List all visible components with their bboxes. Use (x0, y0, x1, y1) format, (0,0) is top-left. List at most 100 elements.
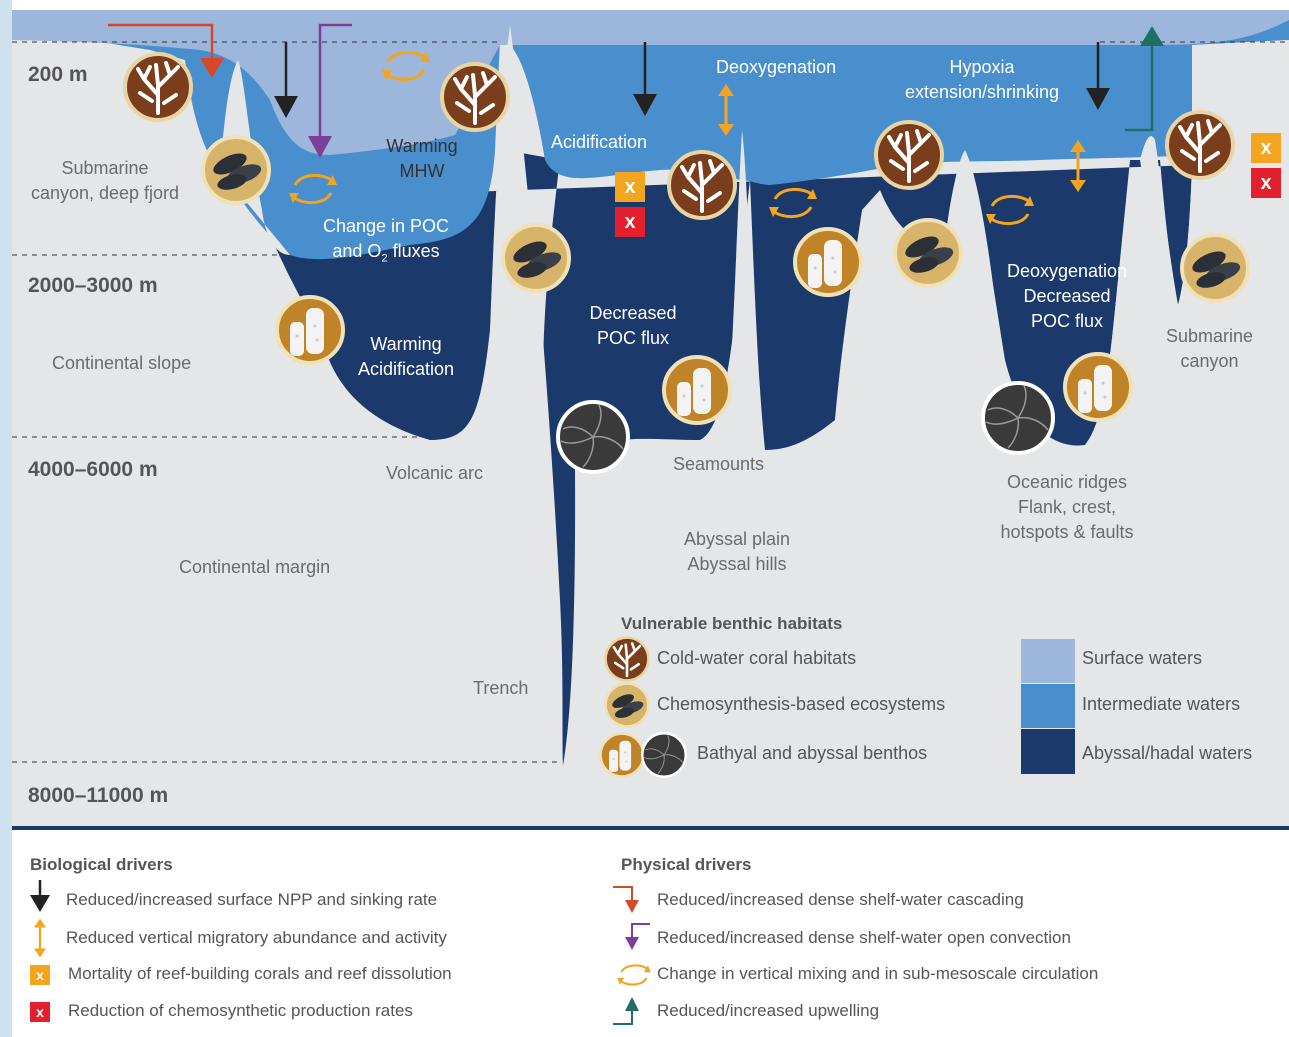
volcanic-arc-ridge (490, 25, 565, 790)
legend-upwelling-arrow-icon (613, 997, 639, 1025)
label-line: Submarine (1165, 326, 1254, 346)
label-deoxy-decreased-poc: Deoxygenation Decreased POC flux (1002, 259, 1132, 334)
label-seamounts: Seamounts (673, 454, 765, 474)
legend-mussel-icon (604, 682, 650, 728)
label-warming-mhw: Warming MHW (372, 134, 472, 184)
left-margin-strip (0, 0, 12, 1037)
label-line: MHW (399, 161, 445, 181)
label-part: and O (332, 241, 382, 261)
label-continental-slope: Continental slope (52, 353, 192, 373)
label-line: canyon (1180, 351, 1239, 371)
label-warming-acidification: Warming Acidification (351, 332, 461, 382)
swatch-intermediate (1021, 684, 1075, 728)
label-line: POC flux (1030, 311, 1104, 331)
label-line: Change in POC (322, 216, 450, 236)
benthos-abyssal-icon-2 (981, 381, 1055, 455)
label-part: fluxes (387, 241, 440, 261)
label-line: Decreased (589, 303, 677, 323)
upwelling-arrow (1125, 26, 1164, 132)
coral-mortality-badge: x (615, 172, 645, 202)
label-line: and O2 fluxes (316, 239, 456, 272)
physical-drivers-title: Physical drivers (621, 855, 752, 874)
label-line: hotspots & faults (1000, 522, 1134, 542)
coral-habitat-icon-2 (440, 62, 510, 132)
swatch-surface (1021, 639, 1075, 683)
legend-convection-arrow-icon (625, 923, 650, 950)
benthos-sponge-icon-3 (662, 355, 732, 425)
bio-driver-coral-mortality: Mortality of reef-building corals and re… (68, 964, 452, 983)
npp-arrow-2 (633, 42, 657, 116)
depth-label-200: 200 m (28, 63, 88, 86)
label-change-poc: Change in POC and O2 fluxes (316, 214, 456, 272)
bio-driver-chemosynthesis: Reduction of chemosynthetic production r… (68, 1001, 413, 1020)
label-line: Acidification (357, 359, 455, 379)
coral-habitat-icon-5 (1165, 110, 1235, 180)
label-trench: Trench (473, 678, 529, 698)
chemosynthesis-icon-4 (1180, 233, 1250, 303)
legend-migration-arrow-icon (32, 917, 48, 959)
label-line: extension/shrinking (904, 82, 1060, 102)
habitat-legend-title: Vulnerable benthic habitats (621, 614, 843, 633)
label-line: Oceanic ridges (1006, 472, 1128, 492)
label-hypoxia: Hypoxia extension/shrinking (887, 55, 1077, 105)
habitat-legend-benthos: Bathyal and abyssal benthos (697, 743, 928, 763)
label-submarine-canyon-fjord: Submarine canyon, deep fjord (30, 156, 180, 206)
surface-water (12, 10, 1289, 155)
npp-arrow-3 (1086, 42, 1110, 110)
habitat-legend-chemosynthesis: Chemosynthesis-based ecosystems (657, 694, 946, 714)
phys-driver-convection: Reduced/increased dense shelf-water open… (657, 928, 1071, 947)
label-line: Abyssal hills (687, 554, 787, 574)
ridge-middle (835, 203, 890, 420)
diagram-bottom-rule (12, 826, 1289, 830)
phys-driver-cascading: Reduced/increased dense shelf-water casc… (657, 890, 1024, 909)
canyon-right-ridge (1140, 136, 1178, 307)
bio-driver-chemo-badge: x (30, 1002, 50, 1022)
coral-habitat-icon-4 (874, 120, 944, 190)
label-deoxygenation: Deoxygenation (716, 57, 837, 77)
swatch-abyssal (1021, 729, 1075, 774)
bio-driver-npp: Reduced/increased surface NPP and sinkin… (66, 890, 438, 909)
chemosynthesis-icon-1 (201, 135, 271, 205)
legend-coral-icon (604, 636, 650, 682)
bio-driver-coral-badge: x (30, 965, 50, 985)
label-line: Hypoxia (949, 57, 1015, 77)
chemosynthesis-icon-3 (893, 218, 963, 288)
phys-driver-mixing: Change in vertical mixing and in sub-mes… (657, 964, 1099, 983)
npp-arrow-1 (274, 42, 298, 118)
chemosynthesis-reduction-badge-right: x (1251, 168, 1281, 198)
biological-drivers-title: Biological drivers (30, 855, 173, 874)
right-slope (1085, 40, 1289, 826)
legend-benthos-icon (641, 732, 687, 778)
label-volcanic-arc: Volcanic arc (386, 463, 484, 483)
label-line: Warming (370, 334, 442, 354)
coral-mortality-badge-right: x (1251, 133, 1281, 163)
label-continental-margin: Continental margin (179, 557, 331, 577)
label-decreased-poc: Decreased POC flux (583, 301, 683, 351)
chemosynthesis-icon-2 (501, 223, 571, 293)
bio-driver-migration: Reduced vertical migratory abundance and… (66, 928, 447, 947)
label-oceanic-ridges: Oceanic ridges Flank, crest, hotspots & … (992, 470, 1142, 545)
label-line: Decreased (1023, 286, 1111, 306)
benthos-sponge-icon-2 (793, 227, 863, 297)
subscript: 2 (381, 252, 388, 265)
legend-cascading-arrow-icon (613, 886, 639, 913)
coral-habitat-icon-1 (123, 52, 193, 122)
benthos-sponge-icon-1 (275, 295, 345, 365)
depth-label-2000: 2000–3000 m (28, 274, 158, 297)
legend-npp-arrow-icon (30, 880, 50, 912)
convection-arrow (308, 23, 352, 158)
phys-driver-upwelling: Reduced/increased upwelling (657, 1001, 880, 1020)
label-line: Abyssal plain (683, 529, 791, 549)
water-legend-abyssal: Abyssal/hadal waters (1082, 743, 1253, 763)
depth-label-8000: 8000–11000 m (28, 784, 169, 807)
label-line: Warming (386, 136, 458, 156)
depth-label-4000: 4000–6000 m (28, 458, 158, 481)
label-acidification: Acidification (551, 132, 648, 152)
ridge-right (945, 150, 995, 300)
label-line: Deoxygenation (1006, 261, 1128, 281)
habitat-legend-coral: Cold-water coral habitats (657, 648, 857, 668)
label-line: Submarine (61, 158, 149, 178)
seamount-ridge (728, 130, 760, 445)
